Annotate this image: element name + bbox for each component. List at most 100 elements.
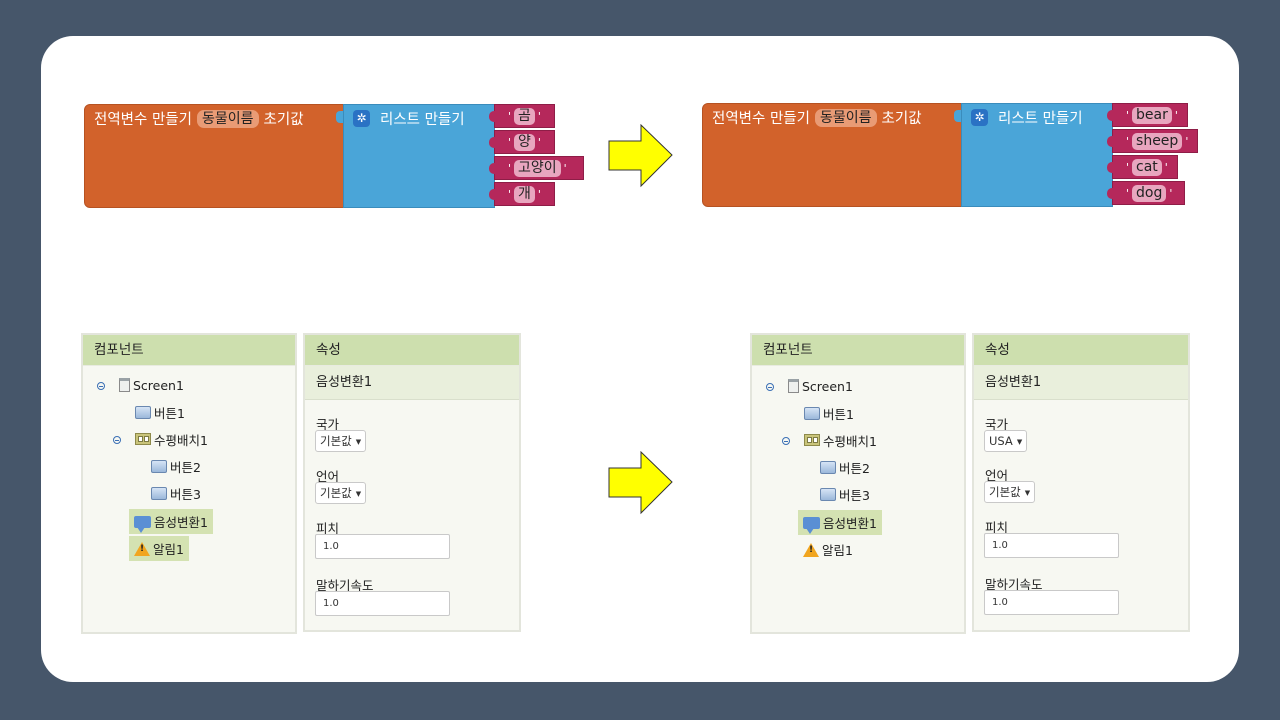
button-icon xyxy=(820,487,836,501)
language-dropdown[interactable]: 기본값▼ xyxy=(315,482,367,504)
text-value[interactable]: cat xyxy=(1132,158,1162,176)
text-value[interactable]: 개 xyxy=(514,185,535,203)
tree-item-label: 음성변환1 xyxy=(154,515,208,530)
make-list-label: 리스트 만들기 xyxy=(380,112,465,128)
button-icon xyxy=(135,405,151,419)
tree-item-label: 버튼3 xyxy=(839,487,870,503)
text-value[interactable]: dog xyxy=(1132,184,1167,202)
tree-item-label: 버튼2 xyxy=(170,459,201,475)
make-list-block[interactable]: ✲ 리스트 만들기 xyxy=(343,104,495,208)
text-block[interactable]: '개' xyxy=(489,182,555,206)
selected-component-name: 음성변환1 xyxy=(974,366,1188,400)
collapse-toggle-icon[interactable] xyxy=(782,437,790,445)
tree-item-label: Screen1 xyxy=(802,378,853,394)
text-value[interactable]: sheep xyxy=(1132,132,1183,150)
tree-item-label: Screen1 xyxy=(133,377,184,393)
speech-bubble-icon xyxy=(134,515,151,533)
speech-rate-input[interactable]: 1.0 xyxy=(315,591,450,616)
warning-icon xyxy=(803,542,819,557)
tree-item-button2[interactable]: 버튼2 xyxy=(820,456,870,478)
tree-item-label: 버튼3 xyxy=(170,486,201,502)
tree-item-screen[interactable]: Screen1 xyxy=(788,375,853,397)
text-value[interactable]: bear xyxy=(1132,106,1172,124)
country-dropdown[interactable]: 기본값▼ xyxy=(315,430,367,452)
tree-item-label: 수평배치1 xyxy=(823,433,877,449)
tree-item-label: 수평배치1 xyxy=(154,432,208,448)
screen-icon xyxy=(788,379,799,393)
right-arrow-icon xyxy=(608,124,673,188)
tree-item-harrangement[interactable]: 수평배치1 xyxy=(804,429,877,451)
collapse-toggle-icon[interactable] xyxy=(97,382,105,390)
text-block[interactable]: 'dog' xyxy=(1107,181,1185,205)
value-socket xyxy=(954,110,962,122)
make-list-label: 리스트 만들기 xyxy=(998,111,1083,127)
properties-header: 속성 xyxy=(974,335,1188,366)
dropdown-value: 기본값 xyxy=(320,486,352,500)
tree-item-harrangement[interactable]: 수평배치1 xyxy=(135,428,208,450)
components-panel: 컴포넌트 Screen1 버튼1 수평배치1 버튼2 버튼3 음성변환1 xyxy=(750,333,966,634)
text-block[interactable]: 'bear' xyxy=(1107,103,1188,127)
country-dropdown[interactable]: USA▼ xyxy=(984,430,1028,452)
text-block[interactable]: '양' xyxy=(489,130,555,154)
tree-item-button1[interactable]: 버튼1 xyxy=(804,402,854,424)
speech-rate-label: 말하기속도 xyxy=(985,577,1043,592)
dropdown-caret-icon: ▼ xyxy=(355,437,362,446)
pitch-label: 피치 xyxy=(985,520,1009,535)
properties-panel: 속성 음성변환1 국가 기본값▼ 언어 기본값▼ 피치 1.0 말하기속도 1.… xyxy=(303,333,521,632)
components-panel: 컴포넌트 Screen1 버튼1 수평배치1 버튼2 버튼3 음성변환1 xyxy=(81,333,297,634)
country-label: 국가 xyxy=(316,417,340,432)
tree-item-notifier[interactable]: 알림1 xyxy=(803,537,853,562)
text-value[interactable]: 고양이 xyxy=(514,159,561,177)
tree-item-tts[interactable]: 음성변환1 xyxy=(798,510,882,535)
tree-item-screen[interactable]: Screen1 xyxy=(119,374,184,396)
text-value[interactable]: 양 xyxy=(514,133,535,151)
warning-icon xyxy=(134,541,150,556)
language-dropdown[interactable]: 기본값▼ xyxy=(984,481,1036,503)
button-icon xyxy=(151,486,167,500)
dropdown-value: 기본값 xyxy=(320,434,352,448)
horizontal-arrangement-icon xyxy=(804,434,820,446)
tree-item-button2[interactable]: 버튼2 xyxy=(151,455,201,477)
dropdown-caret-icon: ▼ xyxy=(1016,437,1023,446)
global-variable-block[interactable]: 전역변수 만들기 동물이름 초기값 xyxy=(702,103,964,207)
components-header: 컴포넌트 xyxy=(752,335,964,366)
make-list-block[interactable]: ✲ 리스트 만들기 xyxy=(961,103,1113,207)
variable-name-field[interactable]: 동물이름 xyxy=(197,109,259,128)
language-label: 언어 xyxy=(985,468,1009,483)
country-label: 국가 xyxy=(985,417,1009,432)
text-block[interactable]: 'sheep' xyxy=(1107,129,1198,153)
screen-icon xyxy=(119,378,130,392)
speech-bubble-icon xyxy=(803,516,820,534)
components-header: 컴포넌트 xyxy=(83,335,295,366)
properties-header: 속성 xyxy=(305,335,519,366)
tree-item-label: 버튼1 xyxy=(154,405,185,421)
collapse-toggle-icon[interactable] xyxy=(113,436,121,444)
global-variable-label: 전역변수 만들기 xyxy=(94,112,192,128)
tree-item-label: 알림1 xyxy=(822,543,853,558)
tree-item-button3[interactable]: 버튼3 xyxy=(820,483,870,505)
dropdown-caret-icon: ▼ xyxy=(355,489,362,498)
selected-component-name: 음성변환1 xyxy=(305,366,519,400)
tree-item-label: 음성변환1 xyxy=(823,516,877,531)
text-value[interactable]: 곰 xyxy=(514,107,535,125)
variable-name-field[interactable]: 동물이름 xyxy=(815,108,877,127)
button-icon xyxy=(804,406,820,420)
pitch-input[interactable]: 1.0 xyxy=(315,534,450,559)
button-icon xyxy=(151,459,167,473)
tree-item-button1[interactable]: 버튼1 xyxy=(135,401,185,423)
init-label: 초기값 xyxy=(263,112,304,128)
collapse-toggle-icon[interactable] xyxy=(766,383,774,391)
tree-item-tts[interactable]: 음성변환1 xyxy=(129,509,213,534)
tree-item-label: 버튼2 xyxy=(839,460,870,476)
tree-item-label: 버튼1 xyxy=(823,406,854,422)
text-block[interactable]: 'cat' xyxy=(1107,155,1178,179)
speech-rate-input[interactable]: 1.0 xyxy=(984,590,1119,615)
tree-item-notifier[interactable]: 알림1 xyxy=(129,536,189,561)
pitch-input[interactable]: 1.0 xyxy=(984,533,1119,558)
text-block[interactable]: '곰' xyxy=(489,104,555,128)
tree-item-button3[interactable]: 버튼3 xyxy=(151,482,201,504)
global-variable-block[interactable]: 전역변수 만들기 동물이름 초기값 xyxy=(84,104,346,208)
gear-icon[interactable]: ✲ xyxy=(353,110,370,127)
text-block[interactable]: '고양이' xyxy=(489,156,584,180)
gear-icon[interactable]: ✲ xyxy=(971,109,988,126)
